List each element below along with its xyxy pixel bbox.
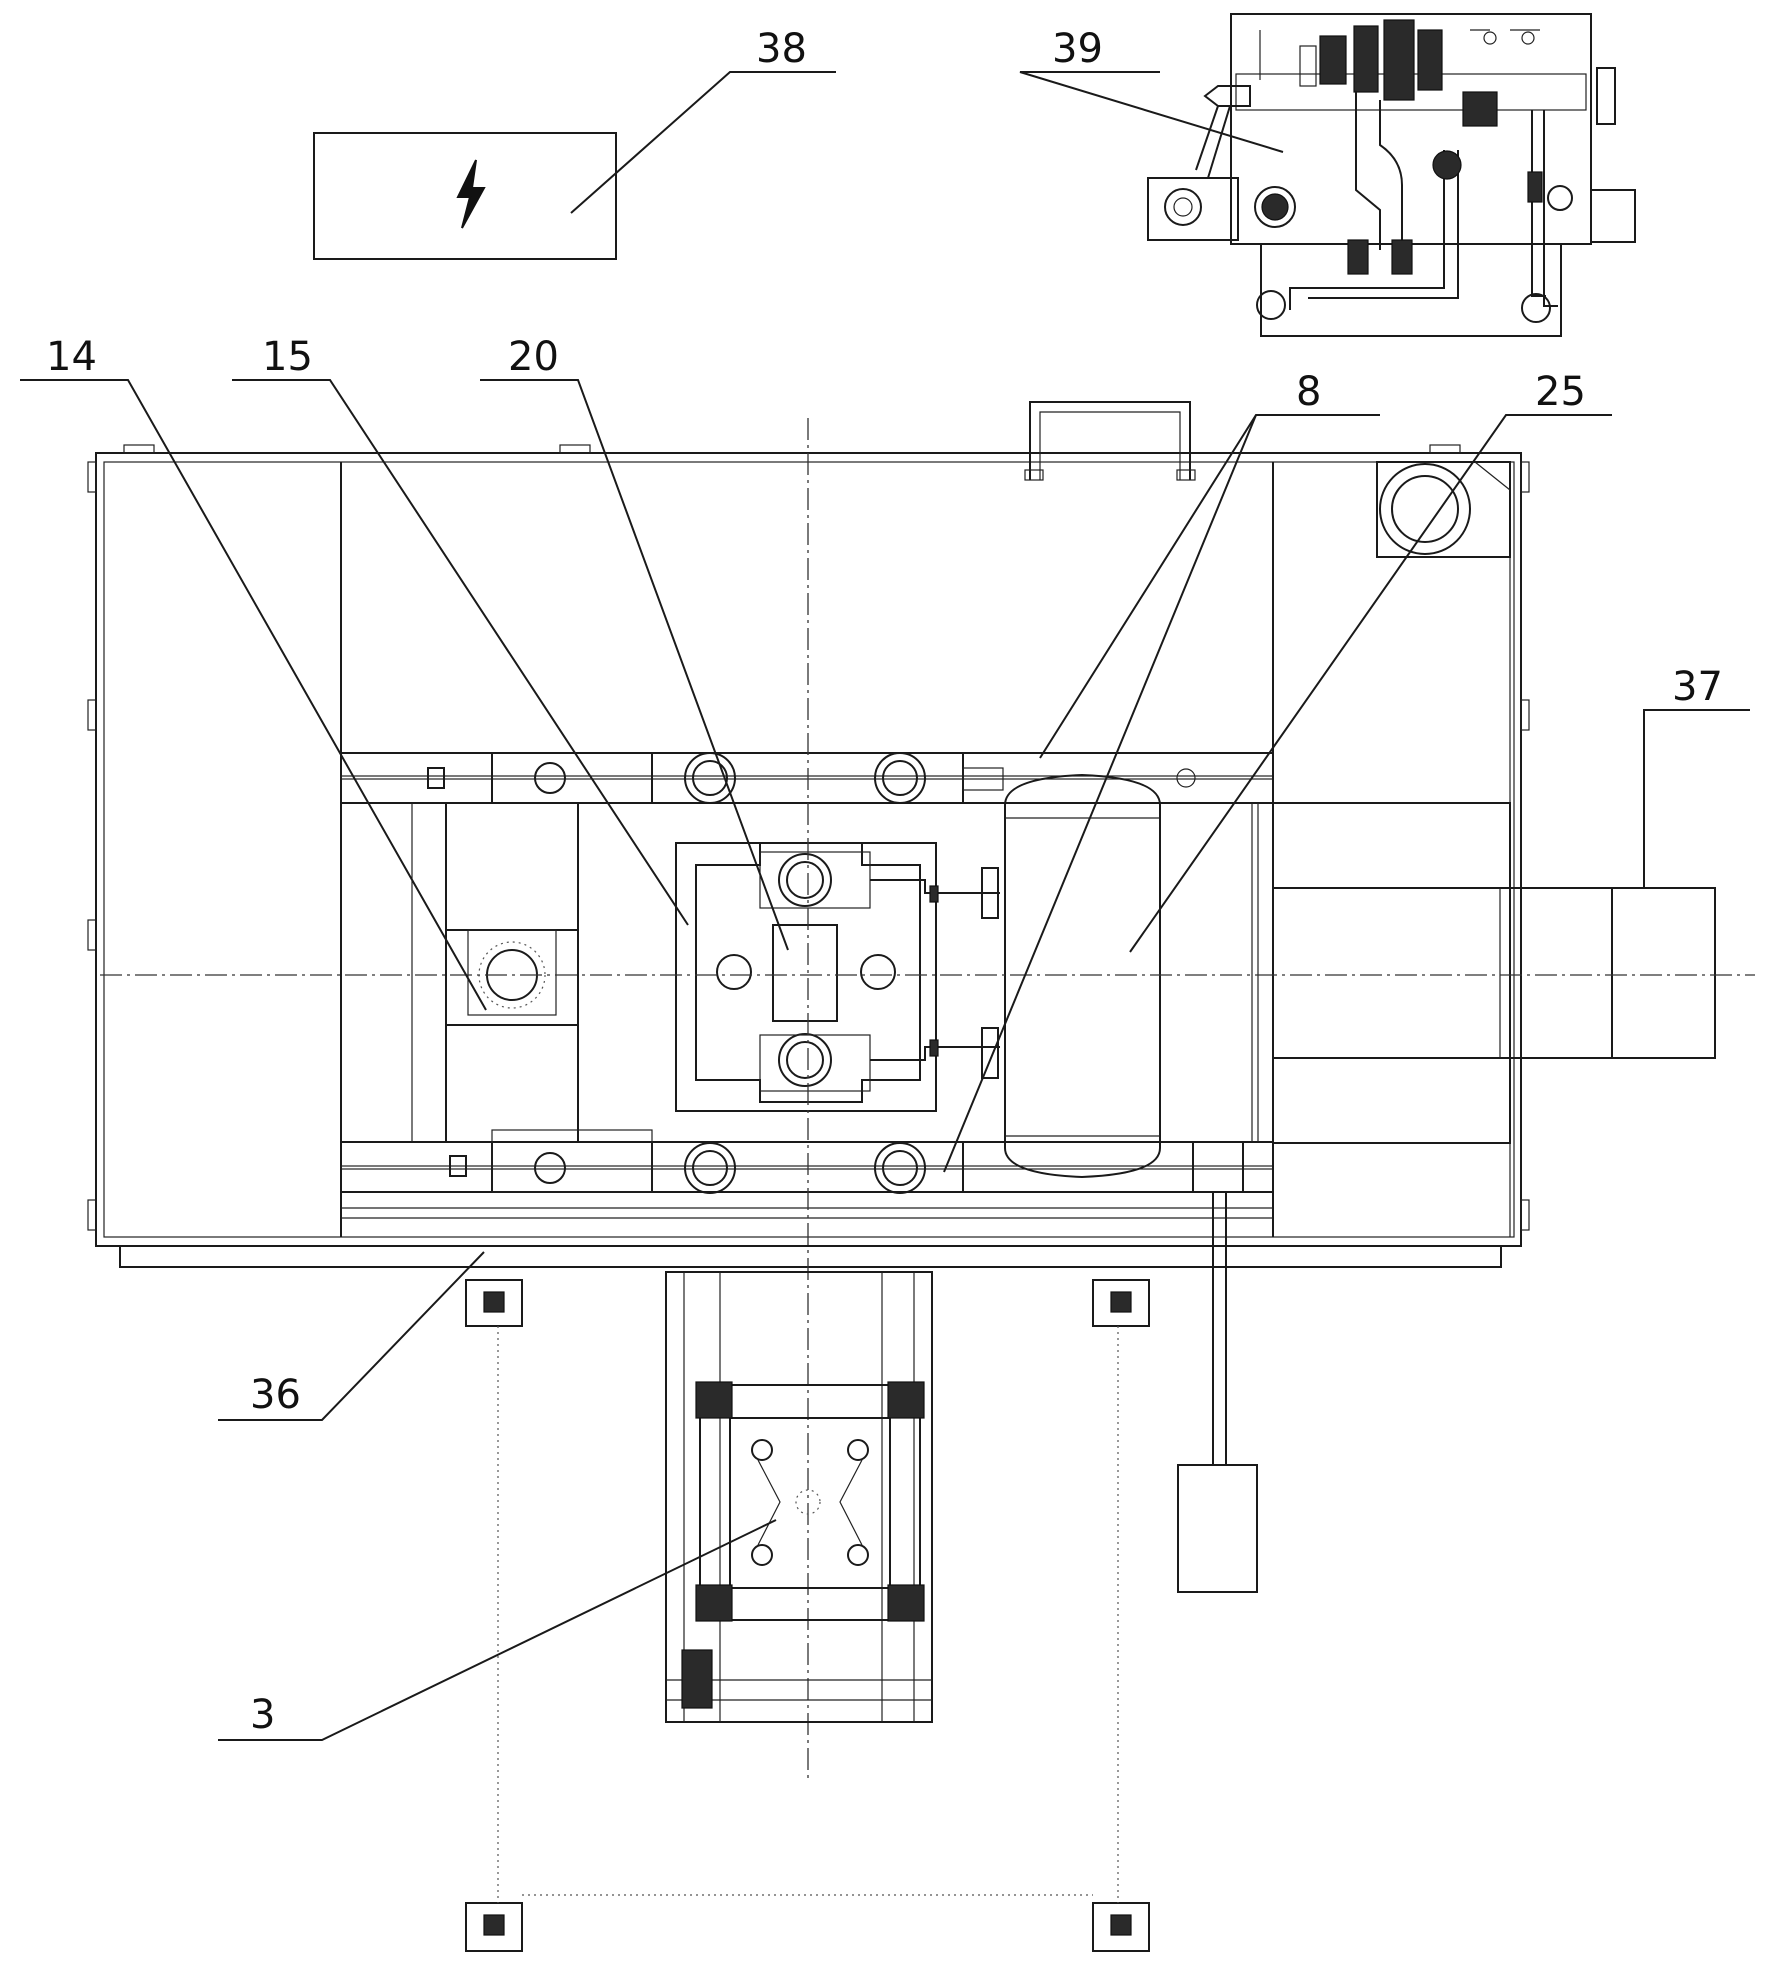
- label-3: 3: [250, 1692, 275, 1738]
- pendant-control: [1177, 1192, 1258, 1593]
- label-15: 15: [262, 334, 313, 380]
- label-14: 14: [46, 334, 97, 380]
- inner-frame: [340, 752, 1511, 1219]
- part-labels: 38 39 14 15 20 8 25 37 36 3: [46, 26, 1723, 1738]
- label-37: 37: [1672, 664, 1723, 710]
- component-25-tank: [1004, 773, 1161, 1179]
- component-14-block: [445, 929, 579, 1026]
- label-38: 38: [756, 26, 807, 72]
- leader-lines: [20, 71, 1750, 1741]
- hydraulic-unit: [1147, 13, 1636, 337]
- lightning-bolt-icon: [456, 159, 486, 229]
- label-8: 8: [1296, 369, 1321, 415]
- label-25: 25: [1535, 369, 1586, 415]
- component-37-outlet: [1499, 887, 1716, 1059]
- label-39: 39: [1052, 26, 1103, 72]
- feet: [465, 1279, 1150, 1952]
- mold-plate: [675, 842, 1000, 1112]
- label-20: 20: [508, 334, 559, 380]
- label-36: 36: [250, 1372, 301, 1418]
- lower-conveyor: [665, 1271, 933, 1723]
- centerlines: [100, 418, 1755, 1780]
- power-supply-box: [313, 132, 617, 260]
